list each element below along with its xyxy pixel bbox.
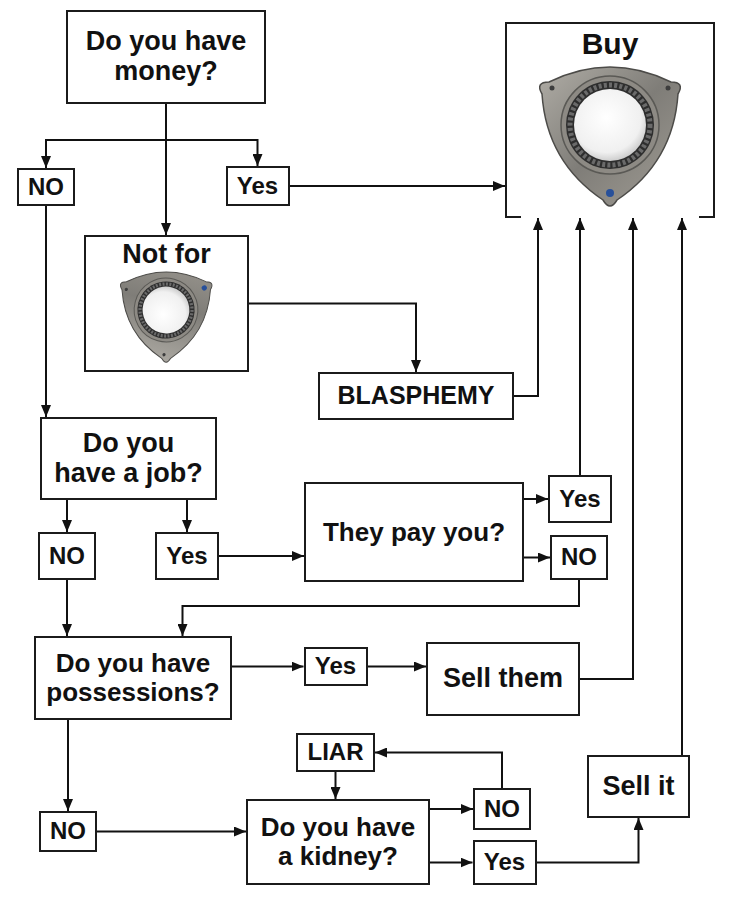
answer-box: NO: [39, 811, 97, 852]
question-box: Do you have a kidney?: [246, 799, 430, 885]
arrow-connector: [290, 185, 506, 187]
arrow-connector: [681, 218, 683, 755]
question-box: Do you have possessions?: [34, 636, 232, 720]
box-text: Do you have a kidney?: [255, 813, 421, 870]
box-text: Yes: [315, 653, 356, 679]
box-text: NO: [484, 796, 520, 822]
question-box: Do you have a job?: [40, 417, 217, 500]
answer-box: Yes: [226, 166, 290, 206]
answer-box: NO: [550, 535, 608, 580]
arrow-connector: [67, 720, 69, 811]
box-text: Yes: [166, 543, 207, 569]
box-text: LIAR: [308, 739, 364, 765]
arrow-connector: [232, 666, 304, 668]
answer-box: Yes: [304, 647, 368, 686]
bracket-tick: [699, 216, 715, 218]
box-text: Yes: [484, 849, 525, 875]
arrow-connector: [368, 666, 427, 668]
arrow-connector: [46, 104, 166, 168]
not-for-box: Not for: [84, 235, 249, 372]
arrow-connector: [249, 304, 416, 373]
box-text: NO: [28, 174, 64, 200]
arrow-connector: [524, 557, 550, 559]
arrow-connector: [375, 753, 502, 789]
box-text: NO: [561, 544, 597, 570]
action-box: Sell it: [587, 755, 690, 818]
arrow-connector: [183, 580, 580, 636]
answer-box: Yes: [473, 840, 537, 885]
answer-box: Yes: [155, 532, 219, 580]
box-text: They pay you?: [323, 518, 505, 547]
arrow-connector: [430, 862, 473, 864]
box-text: Do you have possessions?: [43, 649, 223, 706]
box-text: Yes: [237, 173, 278, 199]
arrow-connector: [579, 218, 581, 475]
arrow-connector: [186, 500, 188, 532]
buy-bracket: Buy: [505, 22, 715, 218]
arrow-connector: [524, 498, 548, 500]
arrow-connector: [514, 218, 538, 396]
action-box: Sell them: [426, 642, 580, 716]
arrow-connector: [335, 772, 337, 799]
box-text: BLASPHEMY: [338, 382, 495, 410]
answer-box: NO: [38, 532, 96, 580]
arrow-connector: [97, 831, 246, 833]
arrow-connector: [45, 206, 47, 417]
box-text: Yes: [559, 486, 600, 512]
arrow-connector: [166, 104, 258, 166]
box-text: Sell it: [602, 772, 674, 802]
verdict-box: BLASPHEMY: [318, 372, 514, 420]
question-box: They pay you?: [304, 482, 524, 582]
box-text: Do you have money?: [75, 27, 257, 86]
question-box: Do you have money?: [66, 10, 266, 104]
arrow-connector: [580, 218, 633, 679]
arrow-connector: [430, 808, 473, 810]
box-text: Do you have a job?: [49, 429, 208, 488]
answer-box: Yes: [548, 475, 612, 523]
box-text: Not for: [122, 240, 210, 270]
bracket-tick: [505, 216, 521, 218]
rotor-illustration: [540, 67, 681, 206]
box-text: Sell them: [443, 664, 563, 694]
arrow-connector: [66, 580, 68, 636]
arrow-connector: [219, 555, 304, 557]
box-text: NO: [50, 818, 86, 844]
verdict-box: LIAR: [296, 733, 375, 772]
answer-box: NO: [473, 788, 531, 830]
arrow-connector: [66, 500, 68, 532]
box-text: NO: [49, 543, 85, 569]
box-text: Buy: [582, 27, 639, 60]
answer-box: NO: [17, 168, 75, 206]
arrow-connector: [537, 818, 639, 863]
